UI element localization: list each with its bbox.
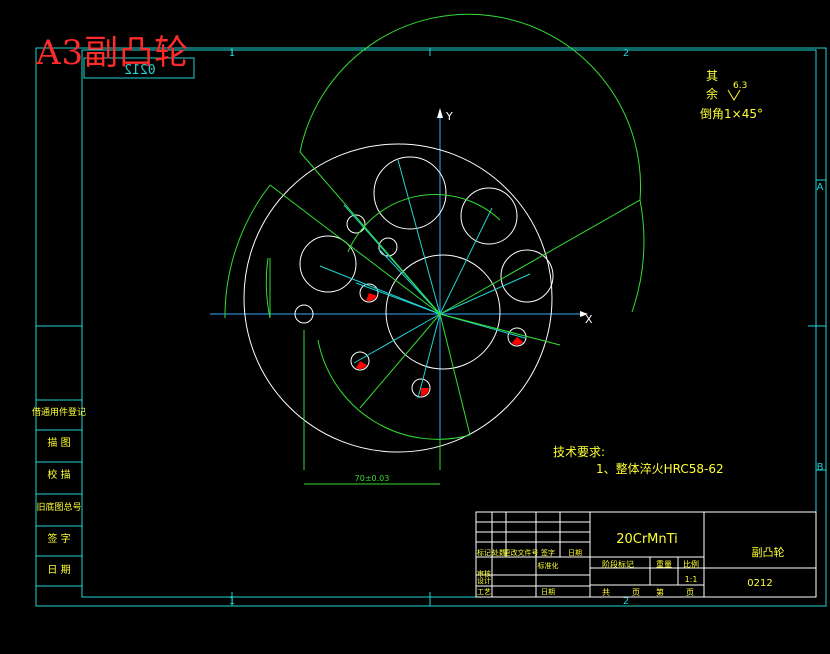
zone-label-a: A	[817, 182, 824, 193]
zone-label-1-bottom: 1	[229, 596, 235, 607]
zone-label-2: 2	[623, 48, 629, 59]
roughness-value: 6.3	[733, 81, 747, 91]
roughness-qi: 其	[706, 69, 718, 83]
side-panel-item: 描 图	[47, 436, 70, 449]
rev-label: 签字	[541, 548, 555, 557]
center-lines	[210, 116, 580, 460]
dimension-lines	[224, 13, 645, 485]
radial-lines	[319, 159, 531, 399]
ratio-label: 比例	[683, 559, 699, 569]
drawing-number: 0212	[747, 578, 772, 589]
side-panel-item: 借通用件登记	[32, 406, 86, 418]
zone-label-b: B	[817, 462, 824, 473]
weight-label: 重量	[656, 559, 672, 569]
part-geometry	[243, 143, 554, 453]
side-panel-item: 校 描	[47, 468, 70, 481]
roughness-symbol	[727, 89, 741, 101]
scale-label: 阶段标记	[602, 559, 634, 569]
side-panel-item: 日 期	[47, 564, 70, 576]
zone-label-2-bottom: 2	[623, 596, 629, 607]
x-axis-arrow	[580, 311, 588, 317]
rev-label: 标记	[477, 548, 491, 557]
y-axis-arrow	[437, 108, 443, 118]
zone-label-1: 1	[229, 48, 235, 59]
red-markers	[356, 293, 524, 396]
chamfer-note: 倒角1×45°	[700, 107, 763, 121]
rev-label: 处数	[492, 548, 506, 557]
mirrored-code: 0212	[124, 63, 155, 78]
craft-label: 工艺	[477, 588, 491, 596]
tech-heading: 技术要求:	[553, 445, 605, 459]
side-panel	[36, 399, 82, 587]
standard-label: 标准化	[538, 561, 559, 570]
review-label: 审核	[477, 569, 491, 578]
rev-label: 日期	[568, 549, 582, 557]
rev-label: 更改文件号	[504, 548, 539, 557]
sheet-ye: 页	[632, 588, 640, 597]
x-axis-label: X	[585, 313, 593, 326]
date-label: 日期	[541, 588, 555, 596]
tech-item-1: 1、整体淬火HRC58-62	[596, 461, 724, 476]
side-panel-item: 签 字	[47, 532, 70, 545]
title-block	[475, 511, 817, 598]
sheet-di: 第	[656, 587, 664, 597]
part-name: 副凸轮	[752, 545, 785, 559]
side-panel-item: 旧底图总号	[36, 501, 81, 513]
y-axis-label: Y	[445, 110, 453, 123]
drawing-frame	[35, 47, 827, 607]
scale-value: 1:1	[685, 575, 698, 584]
sheet-gong: 共	[602, 588, 610, 597]
drawing-title: A3副凸轮	[36, 33, 190, 73]
material: 20CrMnTi	[616, 532, 678, 547]
sheet-ye2: 页	[686, 588, 694, 597]
roughness-yu: 余	[706, 86, 718, 101]
design-label: 设计	[477, 576, 491, 585]
dimension-70: 70±0.03	[355, 474, 390, 483]
